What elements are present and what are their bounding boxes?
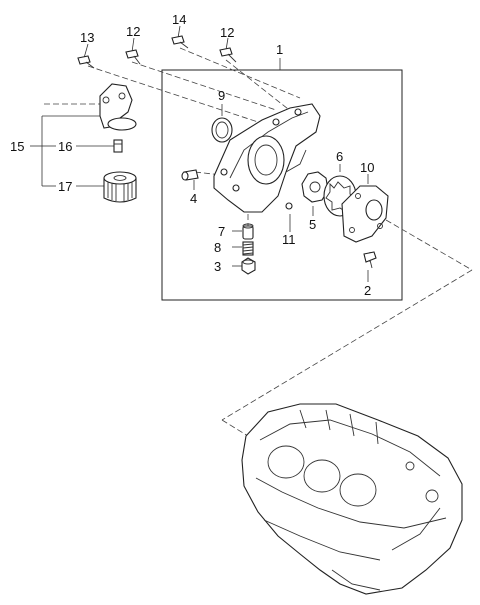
label-9: 9 (218, 88, 225, 103)
plug (181, 169, 199, 181)
label-11: 11 (282, 232, 296, 247)
bolt-12-right (219, 47, 237, 63)
label-2: 2 (364, 283, 371, 298)
filter-nipple (113, 139, 123, 153)
bolt-14 (171, 35, 189, 49)
relief-spring (242, 241, 254, 256)
label-3: 3 (214, 259, 221, 274)
label-13: 13 (80, 30, 94, 45)
oil-filter (103, 171, 137, 203)
bolt-13 (77, 55, 95, 69)
callout-labels: 1 2 3 4 5 6 7 8 9 10 11 12 12 13 14 15 1… (10, 12, 374, 298)
oil-pump-housing (213, 103, 321, 213)
label-12-left: 12 (126, 24, 140, 39)
bolt-12-left (125, 49, 141, 65)
label-7: 7 (218, 224, 225, 239)
filter-bracket (99, 83, 137, 131)
label-1: 1 (276, 42, 283, 57)
plug-nut (241, 257, 256, 275)
label-14: 14 (172, 12, 186, 27)
label-5: 5 (309, 217, 316, 232)
label-16: 16 (58, 139, 72, 154)
label-4: 4 (190, 191, 197, 206)
engine-block (241, 403, 463, 595)
pump-cover-plate (341, 185, 389, 243)
label-8: 8 (214, 240, 221, 255)
relief-plunger (242, 223, 254, 240)
label-10: 10 (360, 160, 374, 175)
cover-bolt (363, 251, 377, 269)
assembly-frame (161, 69, 403, 301)
label-15: 15 (10, 139, 24, 154)
label-12-right: 12 (220, 25, 234, 40)
label-6: 6 (336, 149, 343, 164)
small-o-ring (285, 202, 293, 210)
leader-lines (30, 25, 369, 282)
label-17: 17 (58, 179, 72, 194)
seal-ring (211, 117, 233, 143)
